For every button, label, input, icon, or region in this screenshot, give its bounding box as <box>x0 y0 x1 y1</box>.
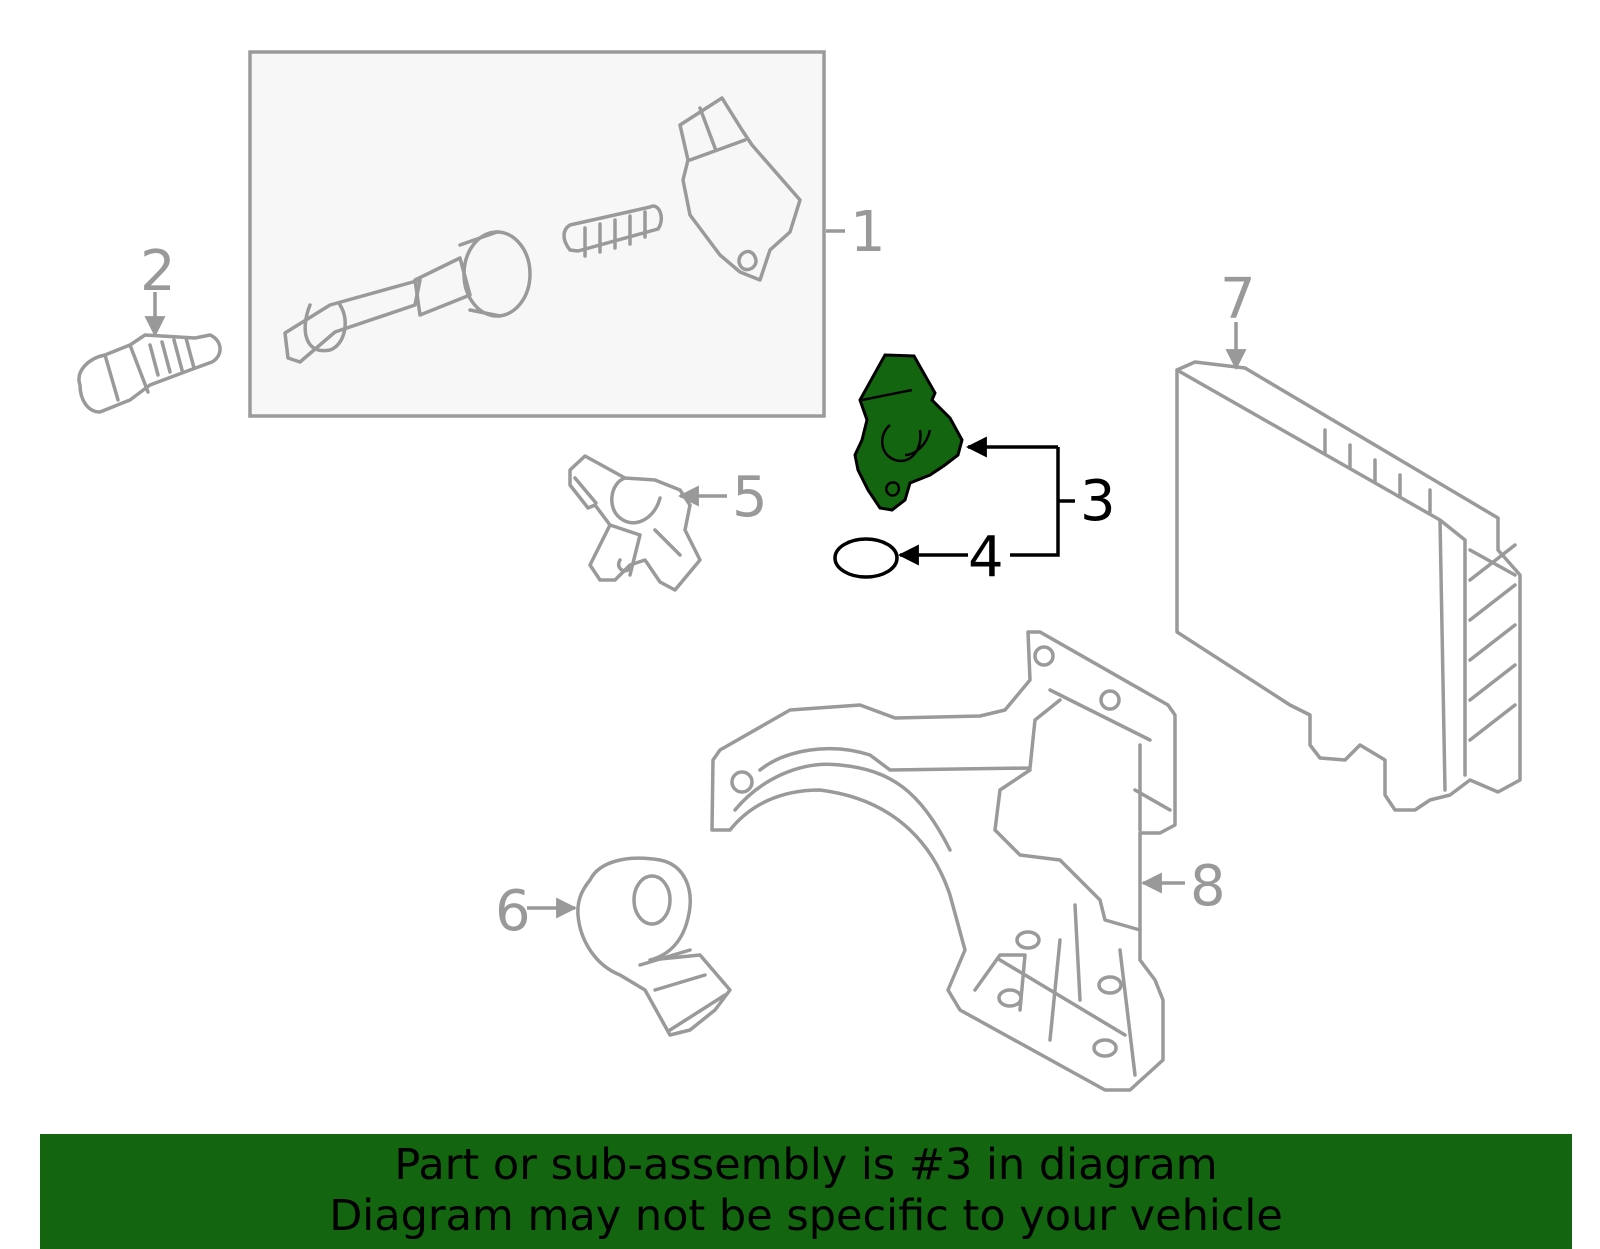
banner-line-1: Part or sub-assembly is #3 in diagram <box>394 1140 1218 1190</box>
callout-7: 7 <box>1220 267 1256 332</box>
callout-3: 3 <box>1080 469 1116 534</box>
callout-1: 1 <box>850 200 886 265</box>
sensor-part-2[interactable] <box>77 333 222 414</box>
callout-4: 4 <box>968 525 1004 590</box>
callout-6: 6 <box>495 879 531 944</box>
sensor-part-5[interactable] <box>568 454 702 592</box>
sensor-part-3-highlighted[interactable] <box>853 353 964 512</box>
callout-5: 5 <box>732 465 768 530</box>
bracket-part-8[interactable] <box>710 630 1177 1092</box>
knock-sensor-part-6[interactable] <box>576 856 732 1037</box>
banner-line-2: Diagram may not be specific to your vehi… <box>329 1191 1283 1241</box>
ecu-module-part-7[interactable] <box>1175 360 1522 812</box>
info-banner: Part or sub-assembly is #3 in diagram Di… <box>40 1134 1572 1249</box>
callout-8: 8 <box>1190 854 1226 919</box>
callout-2: 2 <box>140 239 176 304</box>
ignition-coil-assembly[interactable] <box>248 50 826 418</box>
o-ring-part-4[interactable] <box>833 537 899 579</box>
